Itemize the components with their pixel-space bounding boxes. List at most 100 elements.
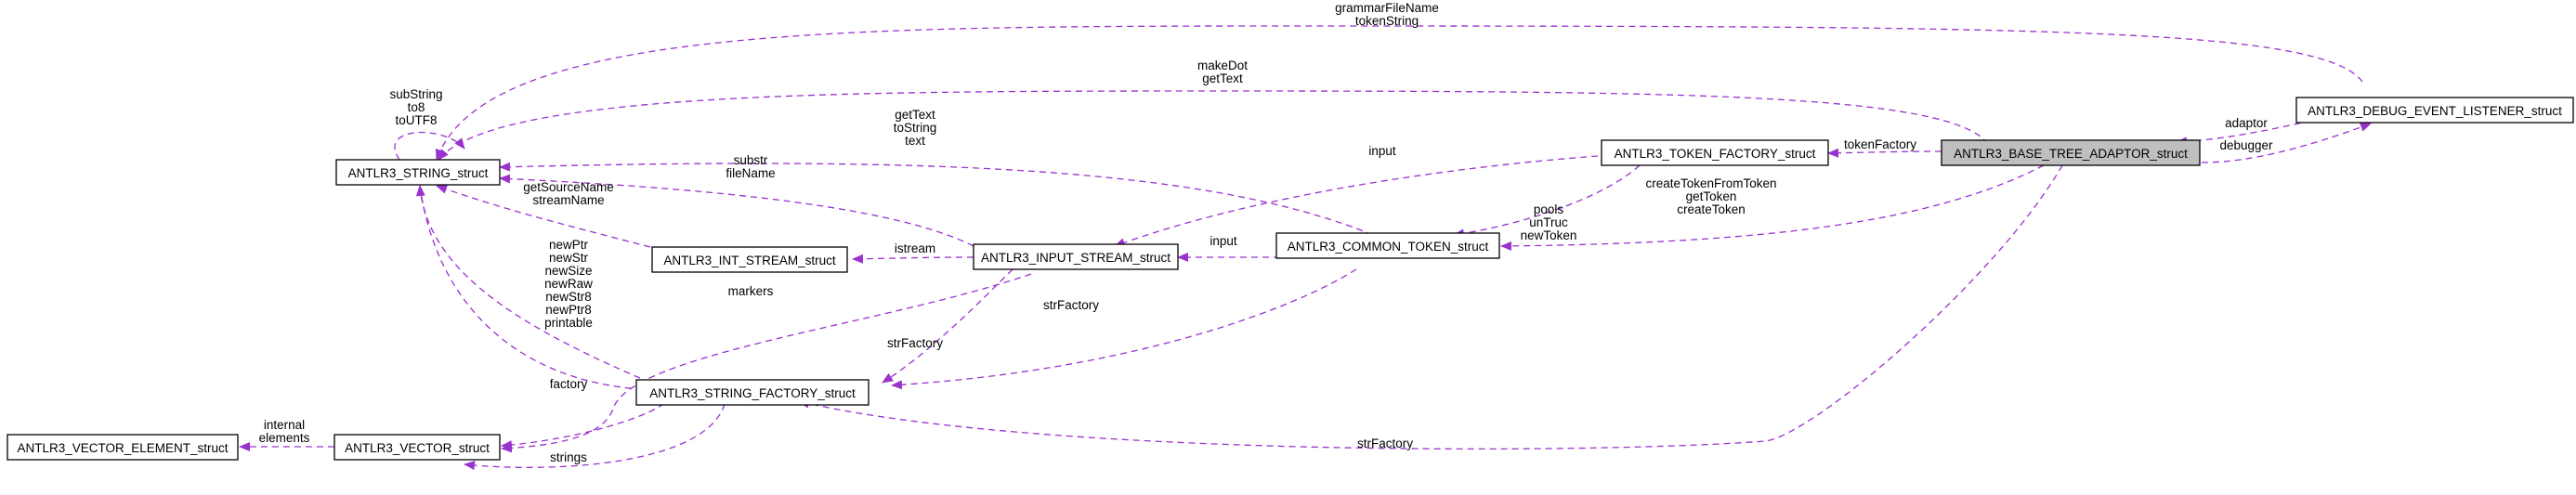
- label-strings-line: strings: [550, 450, 587, 464]
- label-strfactory-token: strFactory: [1043, 298, 1099, 312]
- node-antlr3-base-tree-adaptor-label: ANTLR3_BASE_TREE_ADAPTOR_struct: [1954, 147, 2188, 161]
- label-strings: strings: [550, 450, 587, 464]
- edge-input-stream-names: [499, 174, 974, 247]
- node-antlr3-vector-element[interactable]: ANTLR3_VECTOR_ELEMENT_struct: [7, 434, 239, 461]
- edge-factory-funcs: [415, 185, 651, 384]
- edge-adaptor: [2176, 120, 2312, 147]
- edge-strfactory-adaptor: [798, 164, 2063, 450]
- label-pools-line: newToken: [1521, 228, 1577, 242]
- node-antlr3-vector[interactable]: ANTLR3_VECTOR_struct: [333, 434, 501, 461]
- label-strfactory-adaptor: strFactory: [1357, 436, 1413, 450]
- label-int-stream-names-line: streamName: [532, 193, 604, 207]
- label-grammarfilename-line: grammarFileName: [1335, 1, 1439, 15]
- node-antlr3-string[interactable]: ANTLR3_STRING_struct: [335, 159, 501, 186]
- label-create-token-line: getToken: [1686, 189, 1737, 203]
- edge-strfactory-token: [891, 268, 1357, 390]
- edge-makedot: [438, 90, 1989, 161]
- node-antlr3-string-label: ANTLR3_STRING_struct: [348, 166, 489, 180]
- label-istream: istream: [895, 241, 935, 255]
- edge-int-stream-names: [436, 184, 651, 248]
- node-antlr3-token-factory-label: ANTLR3_TOKEN_FACTORY_struct: [1615, 147, 1816, 161]
- label-int-stream-names-line: getSourceName: [523, 180, 614, 194]
- edge-debugger: [2201, 123, 2372, 163]
- edge-strings: [464, 403, 726, 471]
- label-adaptor-line: adaptor: [2225, 116, 2268, 130]
- label-input-token-line: input: [1210, 234, 1237, 248]
- node-antlr3-input-stream-label: ANTLR3_INPUT_STREAM_struct: [981, 251, 1170, 265]
- label-strfactory-adaptor-line: strFactory: [1357, 436, 1413, 450]
- label-factory-line: factory: [550, 377, 588, 391]
- label-token-factory-line: tokenFactory: [1844, 137, 1916, 151]
- edge-create-token: [1500, 164, 2045, 251]
- label-pools-line: pools: [1534, 202, 1564, 216]
- label-factory-funcs-line: newPtr8: [545, 303, 592, 317]
- label-internal-line: internal: [264, 418, 305, 432]
- label-token-text-line: getText: [895, 108, 935, 122]
- label-markers: markers: [728, 284, 774, 298]
- label-pools-line: unTruc: [1529, 215, 1568, 229]
- label-strfactory-input-line: strFactory: [887, 336, 943, 350]
- node-antlr3-string-factory[interactable]: ANTLR3_STRING_FACTORY_struct: [635, 379, 870, 406]
- edge-input-factory: [1114, 155, 1599, 247]
- label-input-token: input: [1210, 234, 1237, 248]
- label-grammarfilename-line: tokenString: [1355, 14, 1419, 28]
- label-factory-funcs-line: newSize: [544, 264, 592, 278]
- edge-string-self: [394, 131, 465, 161]
- node-antlr3-common-token-label: ANTLR3_COMMON_TOKEN_struct: [1288, 240, 1489, 254]
- label-markers-line: markers: [728, 284, 774, 298]
- label-string-self-line: to8: [408, 100, 425, 114]
- label-istream-line: istream: [895, 241, 935, 255]
- node-antlr3-int-stream-label: ANTLR3_INT_STREAM_struct: [663, 254, 836, 267]
- node-antlr3-debug-event-listener-label: ANTLR3_DEBUG_EVENT_LISTENER_struct: [2308, 104, 2562, 118]
- label-internal-line: elements: [259, 431, 310, 445]
- node-antlr3-token-factory[interactable]: ANTLR3_TOKEN_FACTORY_struct: [1601, 139, 1829, 166]
- node-antlr3-debug-event-listener[interactable]: ANTLR3_DEBUG_EVENT_LISTENER_struct: [2295, 97, 2574, 124]
- label-makedot-line: getText: [1202, 72, 1243, 85]
- label-factory-funcs-line: newRaw: [544, 277, 593, 291]
- label-string-self-line: toUTF8: [395, 113, 437, 127]
- node-antlr3-vector-label: ANTLR3_VECTOR_struct: [345, 441, 490, 455]
- edge-token-factory: [1827, 148, 1942, 158]
- label-input-factory: input: [1368, 144, 1396, 158]
- label-factory-funcs-line: newPtr: [549, 238, 589, 252]
- node-antlr3-int-stream[interactable]: ANTLR3_INT_STREAM_struct: [651, 246, 848, 273]
- label-strfactory-input: strFactory: [887, 336, 943, 350]
- node-antlr3-base-tree-adaptor[interactable]: ANTLR3_BASE_TREE_ADAPTOR_struct: [1941, 139, 2201, 166]
- label-factory-funcs-line: newStr8: [545, 290, 592, 304]
- edge-strfactory-input: [882, 268, 1013, 384]
- label-token-factory: tokenFactory: [1844, 137, 1916, 151]
- label-string-self-line: subString: [389, 87, 442, 101]
- node-antlr3-common-token[interactable]: ANTLR3_COMMON_TOKEN_struct: [1275, 232, 1500, 259]
- label-strfactory-token-line: strFactory: [1043, 298, 1099, 312]
- edge-istream: [852, 254, 974, 264]
- node-antlr3-input-stream[interactable]: ANTLR3_INPUT_STREAM_struct: [973, 243, 1179, 270]
- label-debugger: debugger: [2219, 138, 2273, 152]
- label-input-stream-names-line: substr: [734, 153, 768, 167]
- label-token-text-line: toString: [894, 121, 937, 135]
- edge-markers: [501, 273, 1032, 453]
- node-antlr3-string-factory-label: ANTLR3_STRING_FACTORY_struct: [649, 386, 856, 400]
- label-create-token-line: createToken: [1677, 202, 1746, 216]
- label-debugger-line: debugger: [2219, 138, 2273, 152]
- label-create-token-line: createTokenFromToken: [1645, 176, 1776, 190]
- label-makedot-line: makeDot: [1197, 59, 1248, 72]
- label-factory-funcs-line: printable: [544, 316, 593, 330]
- label-factory-funcs-line: newStr: [549, 251, 589, 265]
- node-antlr3-vector-element-label: ANTLR3_VECTOR_ELEMENT_struct: [17, 441, 228, 455]
- label-input-stream-names-line: fileName: [726, 166, 775, 180]
- label-factory: factory: [550, 377, 588, 391]
- label-adaptor: adaptor: [2225, 116, 2268, 130]
- label-token-text-line: text: [905, 134, 925, 148]
- edge-grammarfilename: [435, 25, 2363, 161]
